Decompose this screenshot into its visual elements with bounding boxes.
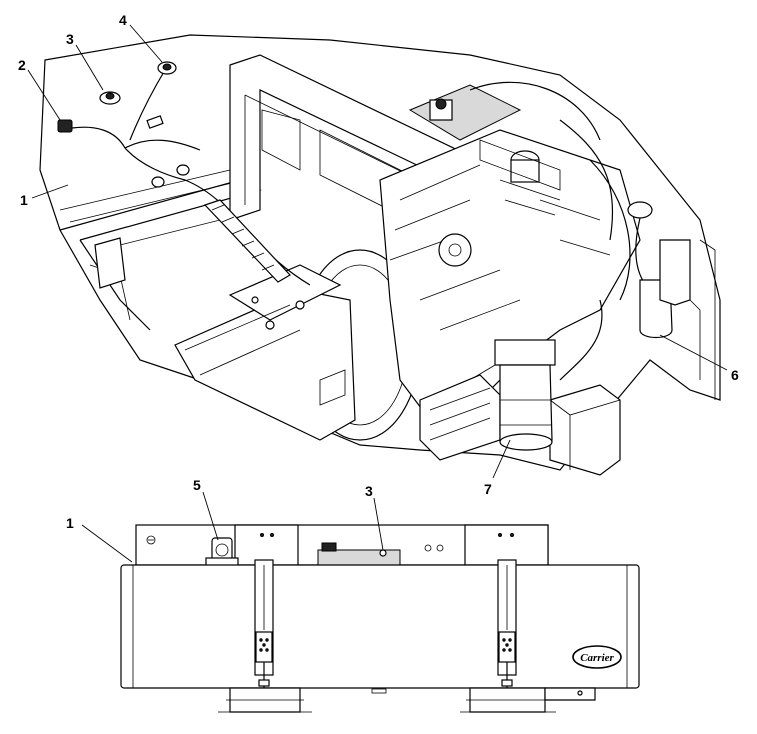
generator-bolt: [265, 320, 275, 330]
callout-label: 5: [193, 477, 201, 493]
fuel-filter-bands: [500, 399, 552, 426]
coolant-tank-edge: [549, 399, 621, 470]
harness-clip: [146, 115, 164, 129]
separator-bracket-rail: [689, 239, 716, 400]
fuel-filter-head: [494, 339, 556, 366]
wiring-harness-ribs: [211, 204, 275, 271]
fuel-filter-bowl: [499, 433, 553, 451]
base-mount-left-foot: [218, 699, 312, 713]
engine-pulley-hub: [448, 243, 462, 257]
frame-rail-lower: [79, 239, 151, 331]
callout-leader: [202, 491, 219, 541]
generator-bolt: [295, 300, 305, 310]
engine-manifold: [479, 139, 561, 216]
tank-body: [120, 564, 640, 689]
callout-label: 3: [365, 483, 373, 499]
engine-cap-top: [435, 98, 447, 110]
bracket-rivet: [270, 533, 274, 537]
engine-pulley: [438, 233, 472, 267]
coolant-tank: [549, 384, 621, 476]
bracket-rivet: [510, 533, 514, 537]
carrier-logo-oval: [572, 645, 622, 669]
generator-bolt: [251, 296, 259, 304]
top-bracket-right: [464, 524, 549, 566]
callout-label: 4: [119, 12, 127, 28]
center-bolt: [379, 549, 387, 557]
callout-leader: [492, 439, 511, 479]
callout-leaders: [27, 24, 728, 563]
wiring-harness-branch: [124, 69, 201, 151]
base-bolt: [577, 690, 583, 696]
sensor-face: [215, 543, 229, 557]
center-grille: [317, 549, 401, 566]
bracket-rivet: [498, 533, 502, 537]
engine-valve-cover: [408, 84, 522, 141]
callout-label: 1: [20, 192, 28, 208]
generator-cover: [184, 304, 346, 406]
harness-grommet: [151, 176, 165, 188]
harness-grommet: [176, 164, 190, 176]
callout-label: 3: [66, 31, 74, 47]
harness-grommet-hole: [162, 63, 172, 71]
callout-label: 1: [66, 515, 74, 531]
tank-strap-left: [254, 559, 274, 690]
callout-label: 2: [18, 57, 26, 73]
callout-label: 7: [484, 481, 492, 497]
back-plate-hole: [146, 535, 156, 545]
engine-oil-fill-body: [510, 159, 540, 183]
callout-leader: [75, 44, 104, 91]
callout-leader: [81, 524, 133, 563]
unit-front-view: Carrier: [120, 524, 640, 713]
callout-label: 6: [731, 367, 739, 383]
engine-oil-pan-ribs: [429, 387, 491, 441]
engine-detail-lines: [389, 164, 611, 381]
lifting-frame-diagonal: [261, 109, 301, 171]
callout-leader: [31, 184, 69, 199]
harness-grommet-hole: [105, 92, 115, 100]
separator-bracket: [659, 239, 691, 306]
bracket-rivet: [260, 533, 264, 537]
base-step: [544, 687, 596, 701]
base-slot: [371, 688, 387, 694]
callout-leader: [373, 497, 384, 551]
bracket-hole: [436, 544, 444, 552]
engine-hoses: [469, 81, 631, 381]
callout-leader: [27, 69, 61, 121]
top-bracket-left: [234, 524, 299, 566]
frame-floor-plate: [59, 169, 261, 321]
harness-connector: [57, 119, 73, 133]
base-mount-right-foot: [460, 699, 556, 713]
callout-leader: [659, 334, 728, 371]
engine-assembly-view: [39, 34, 721, 476]
center-connector: [321, 542, 337, 552]
separator-top: [627, 201, 653, 219]
tank-strap-right: [497, 559, 517, 690]
bracket-hole: [424, 544, 432, 552]
frame-bracket: [94, 237, 126, 289]
callout-labels: 1 2 3 4 6 7 1 5 3: [18, 12, 739, 531]
separator-line: [635, 217, 651, 291]
carrier-logo-text: Carrier: [580, 652, 614, 664]
callout-leader: [129, 24, 163, 63]
